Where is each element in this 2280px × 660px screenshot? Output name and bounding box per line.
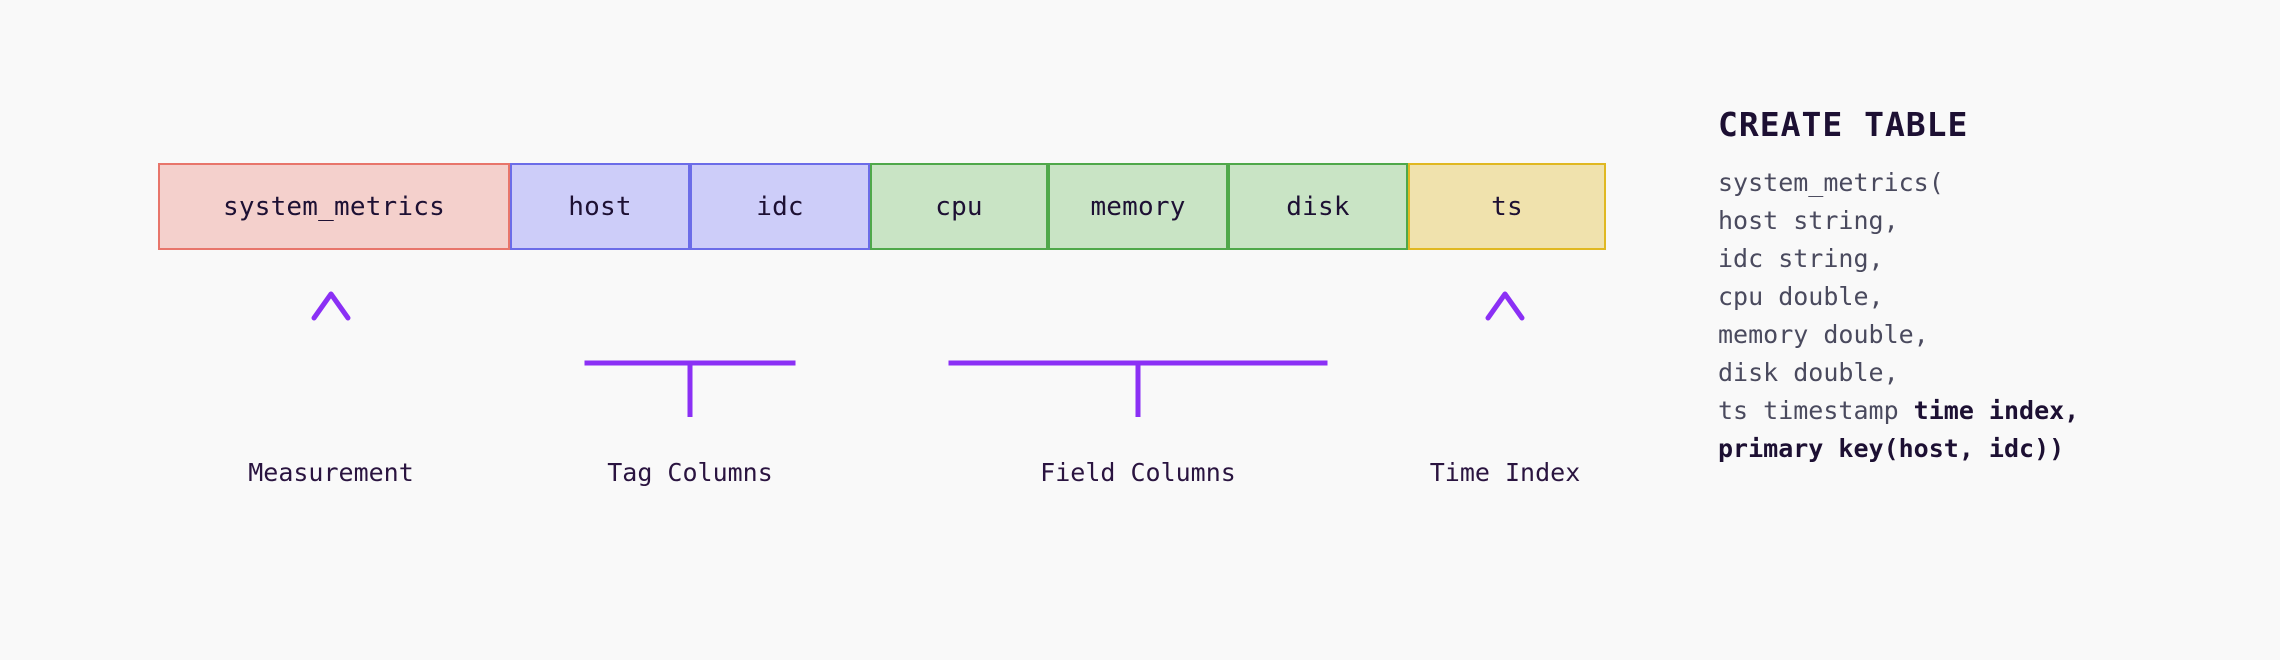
column-box-ts[interactable]: ts [1408,163,1606,250]
caption-tag-columns: Tag Columns [607,458,773,487]
column-label: ts [1491,191,1523,222]
column-label: idc [756,191,804,222]
column-box-host[interactable]: host [510,163,690,250]
sql-keyword-time-index: time index, [1913,396,2080,425]
column-label: host [568,191,632,222]
column-label: memory [1090,191,1186,222]
column-box-disk[interactable]: disk [1228,163,1408,250]
sql-line: idc string, [1718,244,1884,273]
sql-line: system_metrics( [1718,168,1944,197]
column-label: disk [1286,191,1350,222]
arrow-measurement-icon [311,291,351,390]
bracket-field-columns-icon [948,300,1328,417]
caption-field-columns: Field Columns [1040,458,1236,487]
column-box-measurement[interactable]: system_metrics [158,163,510,250]
sql-line: disk double, [1718,358,1899,387]
sql-title: CREATE TABLE [1718,105,1969,144]
sql-text: ts timestamp [1718,396,1914,425]
column-label: system_metrics [223,191,445,222]
column-box-idc[interactable]: idc [690,163,870,250]
caption-time-index: Time Index [1429,458,1581,487]
sql-line: host string, [1718,206,1899,235]
sql-line: memory double, [1718,320,1929,349]
sql-line-time-index: ts timestamp time index, [1718,392,2238,430]
arrow-time-index-icon [1485,291,1525,390]
bracket-tag-columns-icon [584,300,796,417]
sql-line: cpu double, [1718,282,1884,311]
column-label: cpu [935,191,983,222]
caption-measurement: Measurement [248,458,414,487]
sql-line-primary-key: primary key(host, idc)) [1718,434,2065,463]
sql-snippet: CREATE TABLE system_metrics( host string… [1718,105,2238,468]
column-box-cpu[interactable]: cpu [870,163,1048,250]
column-box-memory[interactable]: memory [1048,163,1228,250]
schema-column-strip: system_metrics host idc cpu memory disk … [158,163,1606,250]
